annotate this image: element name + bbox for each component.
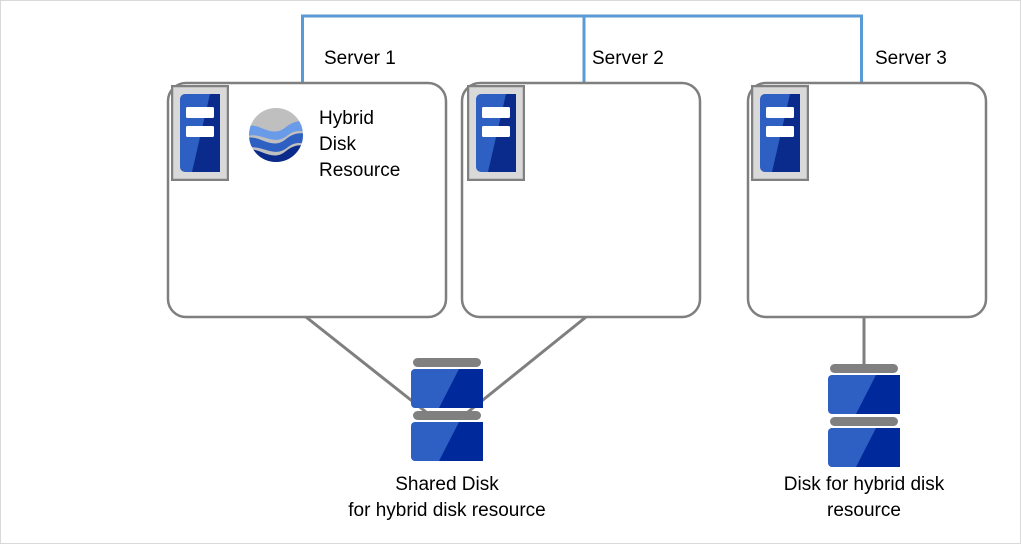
shared-disk-label-line-2: for hybrid disk resource [348, 500, 546, 521]
hybrid-disk-resource-line-1: Hybrid [319, 108, 374, 129]
network-bracket [301, 14, 863, 82]
hybrid-disk-resource-line-2: Disk [319, 134, 356, 155]
server-3-icon [751, 85, 809, 181]
connector-server-2-to-shared-disk [467, 315, 587, 414]
hybrid-disk-resource-line-3: Resource [319, 160, 401, 181]
server-1-icon [171, 85, 229, 181]
server-2-icon [467, 85, 525, 181]
storage-connectors [305, 315, 866, 414]
server-2-label: Server 2 [592, 48, 664, 69]
server-boxes [166, 81, 988, 319]
shared-disk-label-line-1: Shared Disk [395, 474, 499, 495]
server-1-label: Server 1 [324, 48, 396, 69]
server-3-label: Server 3 [875, 48, 947, 69]
hybrid-disk-icon [828, 364, 900, 467]
connector-server-1-to-shared-disk [305, 315, 427, 414]
hybrid-disk-label-line-2: resource [827, 500, 901, 521]
hybrid-disk-label-line-1: Disk for hybrid disk [783, 474, 945, 495]
